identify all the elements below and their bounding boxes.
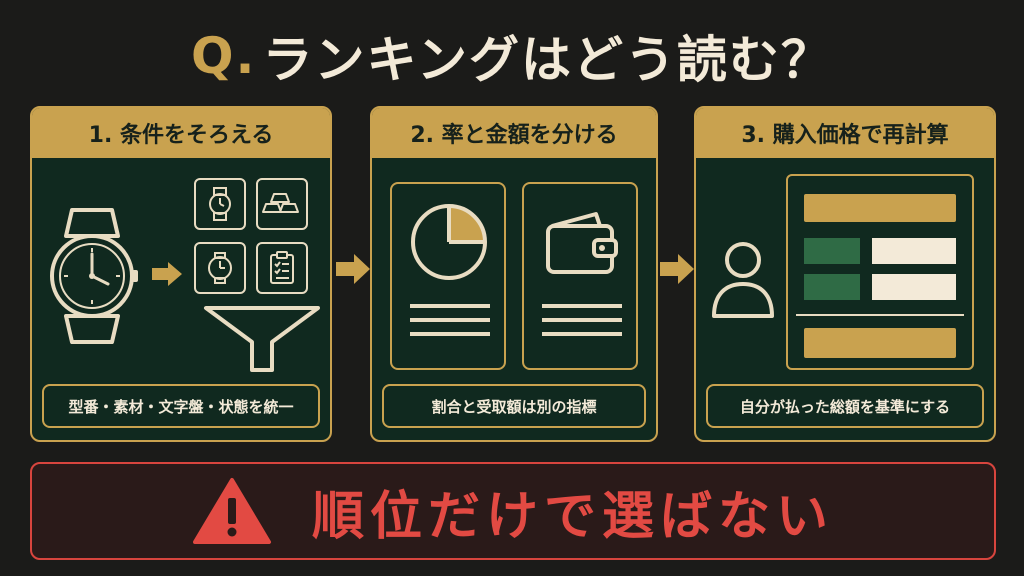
step-panel-3: 3. 購入価格で再計算 自分が払った総額を基準にする xyxy=(694,106,996,442)
title-text: ランキングはどう読む？ xyxy=(262,31,833,89)
step-2-header: 2. 率と金額を分ける xyxy=(372,108,656,158)
step-2-caption: 割合と受取額は別の指標 xyxy=(382,384,646,428)
page-title: Q. ランキングはどう読む？ xyxy=(0,20,1024,92)
clock-icon-box xyxy=(194,242,246,294)
arrow-right-icon xyxy=(660,254,694,284)
warning-banner: 順位だけで選ばない xyxy=(30,462,996,560)
pie-chart-card xyxy=(390,182,506,370)
table-cell-cream xyxy=(872,274,956,300)
warning-triangle-icon xyxy=(192,478,271,544)
step-3-caption: 自分が払った総額を基準にする xyxy=(706,384,984,428)
person-icon xyxy=(712,242,774,318)
table-cell-green xyxy=(804,274,860,300)
text-lines-icon xyxy=(542,304,622,336)
clipboard-icon-box xyxy=(256,242,308,294)
pie-chart-icon xyxy=(411,204,487,280)
table-header-bar xyxy=(804,194,956,222)
funnel-icon xyxy=(204,306,320,372)
table-total-bar xyxy=(804,328,956,358)
table-cell-cream xyxy=(872,238,956,264)
warning-text: 順位だけで選ばない xyxy=(311,486,834,547)
table-icon xyxy=(786,174,974,370)
watch-icon xyxy=(209,187,231,221)
watch-icon-box xyxy=(194,178,246,230)
clipboard-checklist-icon xyxy=(270,251,294,284)
wallet-icon xyxy=(546,212,618,274)
title-prefix: Q. xyxy=(191,27,257,85)
gold-bars-icon-box xyxy=(256,178,308,230)
clock-icon xyxy=(208,252,232,284)
gold-bars-icon xyxy=(262,193,299,213)
table-cell-green xyxy=(804,238,860,264)
text-lines-icon xyxy=(410,304,490,336)
step-panel-1: 1. 条件をそろえる xyxy=(30,106,332,442)
arrow-right-icon xyxy=(152,262,182,286)
step-panel-2: 2. 率と金額を分ける 割合と受取額は別の指標 xyxy=(370,106,658,442)
wallet-card xyxy=(522,182,638,370)
table-divider xyxy=(796,314,964,316)
step-1-header: 1. 条件をそろえる xyxy=(32,108,330,158)
step-3-header: 3. 購入価格で再計算 xyxy=(696,108,994,158)
wristwatch-icon xyxy=(50,208,138,344)
step-1-caption: 型番・素材・文字盤・状態を統一 xyxy=(42,384,320,428)
arrow-right-icon xyxy=(336,254,370,284)
